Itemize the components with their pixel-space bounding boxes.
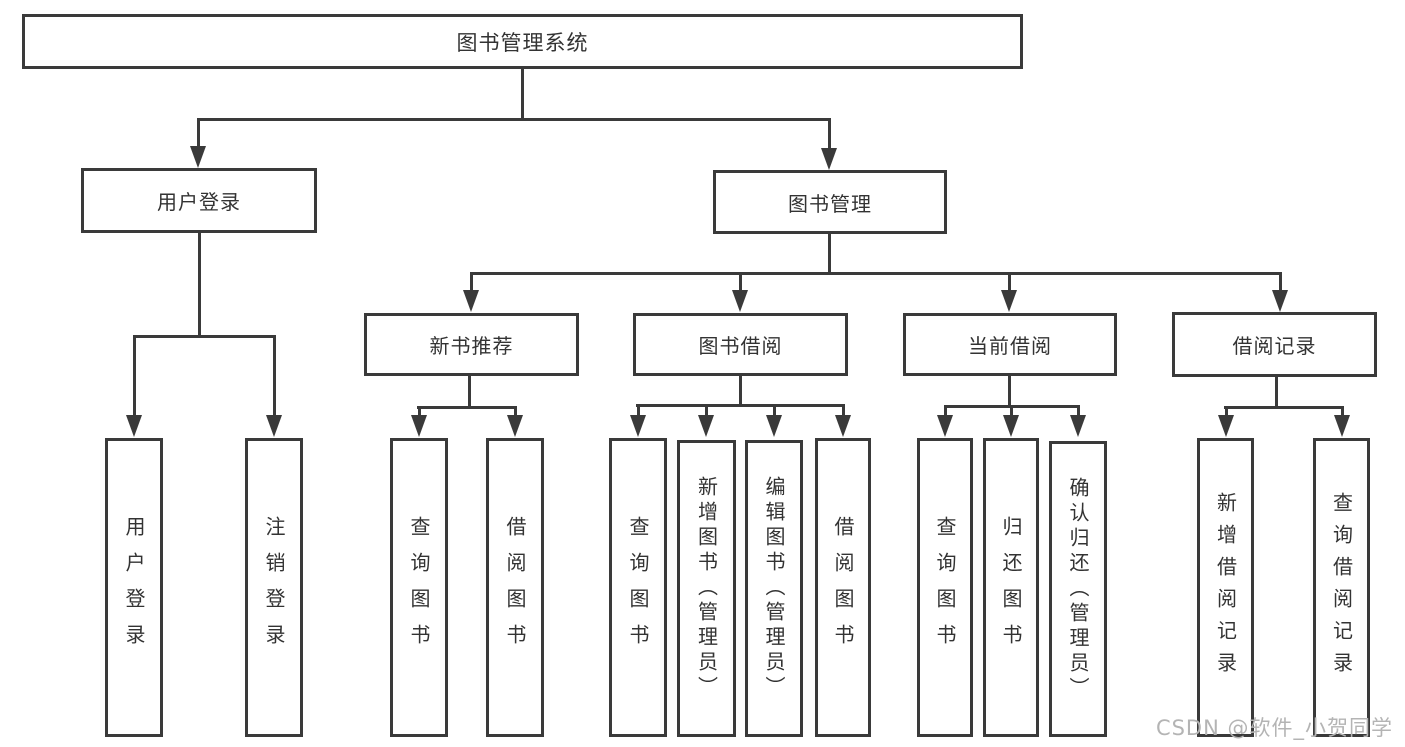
node-new-book-recommend: 新书推荐 xyxy=(364,313,579,376)
node-book-management-label: 图书管理 xyxy=(788,191,872,216)
arrow-down-icon xyxy=(1070,405,1086,437)
arrow-down-icon xyxy=(698,404,714,437)
node-book-management: 图书管理 xyxy=(713,170,947,234)
node-leaf-borrow-book-label: 借阅图书 xyxy=(831,515,855,660)
arrow-down-icon xyxy=(463,272,479,312)
connector-line xyxy=(417,406,517,409)
arrow-down-icon xyxy=(266,335,282,437)
node-leaf-add-borrow-record: 新增借阅记录 xyxy=(1197,438,1254,737)
connector-line xyxy=(1008,376,1011,408)
node-leaf-edit-book-admin-label: 编辑图书（管理员） xyxy=(762,476,786,701)
node-root-label: 图书管理系统 xyxy=(456,30,589,55)
node-leaf-query-book-recommend-label: 查询图书 xyxy=(407,515,431,660)
watermark: CSDN @软件_小贺同学 xyxy=(1155,716,1393,740)
node-leaf-confirm-return-admin: 确认归还（管理员） xyxy=(1049,441,1107,737)
node-leaf-user-login: 用户登录 xyxy=(105,438,163,737)
node-leaf-query-book-borrow-label: 查询图书 xyxy=(626,515,650,660)
arrow-down-icon xyxy=(126,335,142,437)
node-leaf-query-book-current: 查询图书 xyxy=(917,438,973,737)
arrow-down-icon xyxy=(1001,272,1017,312)
node-leaf-add-book-admin: 新增图书（管理员） xyxy=(677,440,736,737)
node-leaf-borrow-book-recommend-label: 借阅图书 xyxy=(503,515,527,660)
connector-line xyxy=(133,335,276,338)
arrow-down-icon xyxy=(190,118,206,168)
arrow-down-icon xyxy=(732,272,748,312)
node-root: 图书管理系统 xyxy=(22,14,1023,69)
node-leaf-confirm-return-admin-label: 确认归还（管理员） xyxy=(1066,476,1090,702)
node-leaf-return-book: 归还图书 xyxy=(983,438,1039,737)
node-leaf-query-borrow-record-label: 查询借阅记录 xyxy=(1329,491,1354,684)
arrow-down-icon xyxy=(1334,406,1350,437)
connector-line xyxy=(197,233,201,338)
connector-line xyxy=(1275,377,1278,408)
connector-line xyxy=(636,404,844,407)
node-leaf-user-login-label: 用户登录 xyxy=(122,515,146,660)
arrow-down-icon xyxy=(766,404,782,437)
arrow-down-icon xyxy=(630,404,646,437)
node-current-borrow-label: 当前借阅 xyxy=(968,334,1052,358)
node-leaf-borrow-book: 借阅图书 xyxy=(815,438,871,737)
node-leaf-borrow-book-recommend: 借阅图书 xyxy=(486,438,544,737)
connector-line xyxy=(468,376,471,409)
arrow-down-icon xyxy=(1272,272,1288,312)
connector-line xyxy=(198,118,831,121)
arrow-down-icon xyxy=(507,406,523,437)
node-leaf-add-borrow-record-label: 新增借阅记录 xyxy=(1213,491,1238,684)
connector-line xyxy=(1224,406,1342,409)
node-borrow-records-label: 借阅记录 xyxy=(1232,334,1317,358)
node-new-book-recommend-label: 新书推荐 xyxy=(429,334,514,358)
node-user-login-label: 用户登录 xyxy=(157,190,241,214)
node-book-borrow: 图书借阅 xyxy=(633,313,848,376)
arrow-down-icon xyxy=(1218,406,1234,437)
node-current-borrow: 当前借阅 xyxy=(903,313,1117,376)
node-leaf-query-borrow-record: 查询借阅记录 xyxy=(1313,438,1370,737)
connector-line xyxy=(827,234,831,275)
node-leaf-query-book-recommend: 查询图书 xyxy=(390,438,448,737)
arrow-down-icon xyxy=(411,406,427,437)
node-leaf-logout-label: 注销登录 xyxy=(262,515,286,660)
node-book-borrow-label: 图书借阅 xyxy=(698,334,783,358)
arrow-down-icon xyxy=(937,405,953,437)
connector-line xyxy=(739,376,742,407)
connector-line xyxy=(470,272,1281,275)
node-leaf-query-book-borrow: 查询图书 xyxy=(609,438,667,737)
node-borrow-records: 借阅记录 xyxy=(1172,312,1377,377)
node-leaf-return-book-label: 归还图书 xyxy=(999,515,1023,660)
arrow-down-icon xyxy=(835,404,851,437)
arrow-down-icon xyxy=(821,118,837,170)
arrow-down-icon xyxy=(1003,405,1019,437)
node-leaf-add-book-admin-label: 新增图书（管理员） xyxy=(694,476,719,701)
connector-line xyxy=(521,69,524,120)
node-leaf-logout: 注销登录 xyxy=(245,438,303,737)
node-leaf-edit-book-admin: 编辑图书（管理员） xyxy=(745,440,803,737)
node-leaf-query-book-current-label: 查询图书 xyxy=(933,515,957,660)
node-user-login: 用户登录 xyxy=(81,168,317,233)
